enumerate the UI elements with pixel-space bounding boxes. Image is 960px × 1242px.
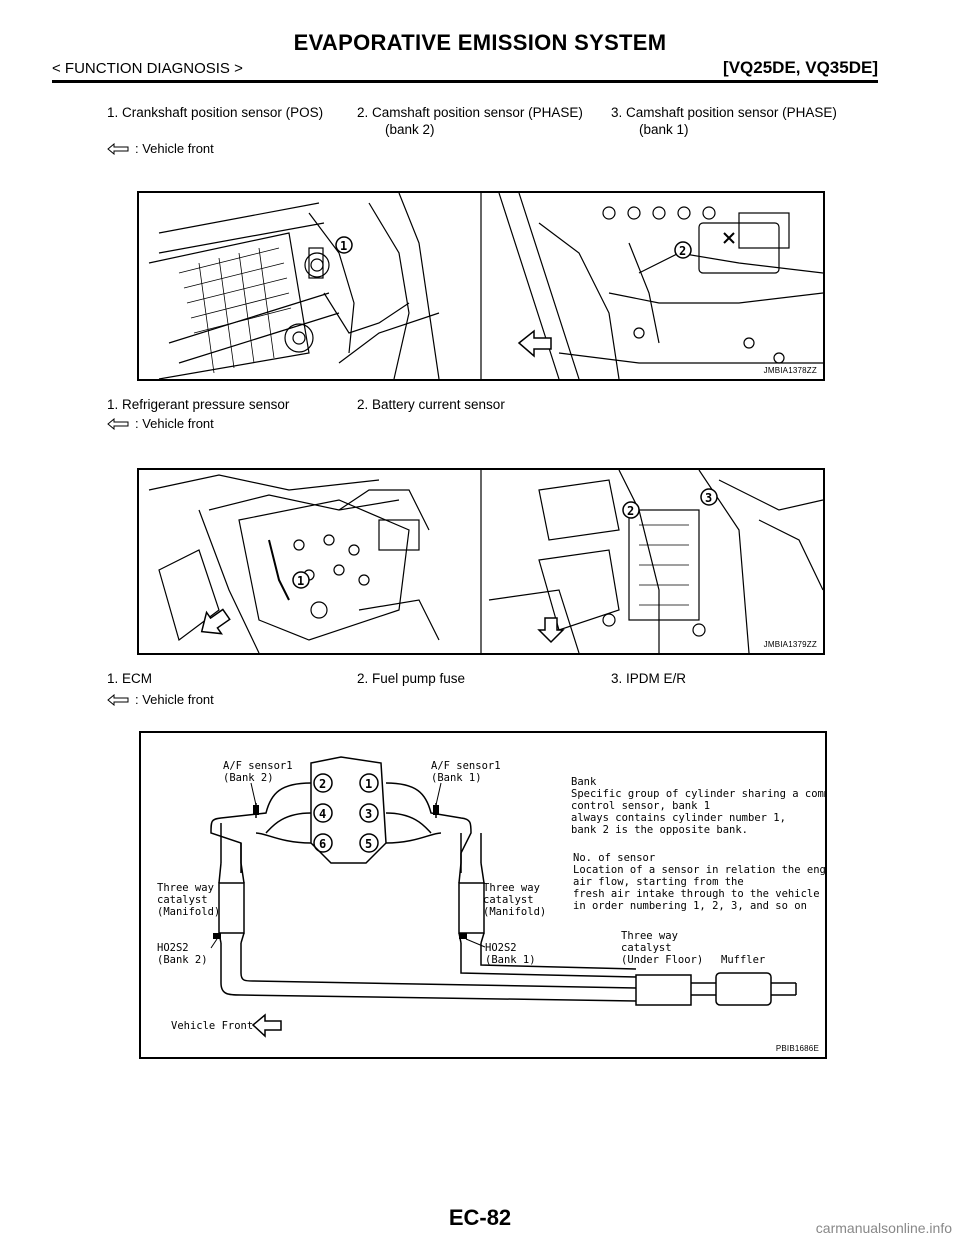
engine-model-label: [VQ25DE, VQ35DE] — [723, 58, 878, 77]
twc-manifold-right-line2: catalyst — [483, 894, 534, 906]
figure-id: JMBIA1379ZZ — [763, 640, 817, 649]
sensor-number-definition-line1: No. of sensor — [573, 852, 655, 864]
twc-manifold-right-line1: Three way — [483, 882, 540, 894]
figure-id: JMBIA1378ZZ — [763, 366, 817, 375]
bank-definition-line3: control sensor, bank 1 — [571, 800, 710, 812]
cylinder-number-6: 6 — [319, 837, 326, 851]
twc-manifold-left-line3: (Manifold) — [157, 906, 220, 918]
figure2-callout-2: 2 — [627, 504, 634, 518]
sensor-number-definition-line2: Location of a sensor in relation the eng… — [573, 864, 825, 876]
caption-item-camshaft-bank1: 3. Camshaft position sensor (PHASE) (ban… — [611, 105, 837, 137]
caption-item-ipdm: 3. IPDM E/R — [611, 671, 687, 686]
page-number: EC-82 — [448, 1205, 512, 1230]
sensor-number-definition-line3: air flow, starting from the — [573, 876, 744, 888]
ho2s2-bank1-label: HO2S2 — [485, 942, 517, 954]
af-sensor-bank2-label: A/F sensor1 — [223, 760, 293, 772]
cylinder-number-4: 4 — [319, 807, 326, 821]
caption-item-fuel-pump-fuse: 2. Fuel pump fuse — [357, 671, 466, 686]
bank-definition-line1: Bank — [571, 776, 597, 788]
section-label: < FUNCTION DIAGNOSIS > — [52, 60, 243, 77]
figure-sensor-locations-2: 1 2 3 JMBIA1379ZZ — [137, 468, 825, 655]
figure2-callout-1: 1 — [297, 574, 304, 588]
cylinder-number-3: 3 — [365, 807, 372, 821]
cylinder-number-1: 1 — [365, 777, 372, 791]
vehicle-front-arrow-icon — [107, 142, 129, 155]
sensor-number-definition-line5: in order numbering 1, 2, 3, and so on — [573, 900, 807, 912]
vehicle-front-arrow-icon — [517, 329, 552, 358]
vehicle-front-arrow-icon — [200, 608, 231, 635]
engine-bay-photo-2: 1 2 3 — [148, 470, 823, 653]
catalyst-right — [458, 882, 485, 934]
muffler-label: Muffler — [721, 954, 765, 966]
twc-under-floor-line2: catalyst — [621, 942, 672, 954]
vehicle-front-arrow-icon — [537, 617, 565, 644]
cylinder-number-5: 5 — [365, 837, 372, 851]
vehicle-front-legend: : Vehicle front — [107, 416, 214, 431]
figure1-callout-1: 1 — [340, 239, 347, 253]
ho2s2-bank2-sublabel: (Bank 2) — [157, 954, 208, 966]
twc-manifold-left-line2: catalyst — [157, 894, 208, 906]
vehicle-front-arrow-icon — [251, 1013, 282, 1038]
twc-manifold-right-line3: (Manifold) — [483, 906, 546, 918]
figure1-callout-2: 2 — [679, 244, 686, 258]
ho2s2-bank1-sublabel: (Bank 1) — [485, 954, 536, 966]
sensor-number-definition-line4: fresh air intake through to the vehicle … — [573, 888, 825, 900]
header-rule — [52, 80, 878, 83]
ho2s2-bank2-label: HO2S2 — [157, 942, 189, 954]
bank-definition-line2: Specific group of cylinder sharing a com… — [571, 788, 825, 800]
engine-bay-photo-1: 1 2 — [148, 193, 823, 379]
figure-exhaust-diagram: 2 1 4 3 6 5 A/F sensor1 (Bank 2) A/F sen… — [139, 731, 827, 1059]
figure2-callout-3: 3 — [705, 491, 712, 505]
bank-definition-line5: bank 2 is the opposite bank. — [571, 824, 748, 836]
watermark: carmanualsonline.info — [815, 1220, 952, 1236]
caption-item-battery-current: 2. Battery current sensor — [357, 397, 505, 412]
caption-item-refrigerant-pressure: 1. Refrigerant pressure sensor — [107, 397, 290, 412]
af-sensor-bank2-sublabel: (Bank 2) — [223, 772, 274, 784]
af-sensor-bank1-label: A/F sensor1 — [431, 760, 501, 772]
figure-sensor-locations-1: 1 2 JMBIA1378ZZ — [137, 191, 825, 381]
cylinder-number-2: 2 — [319, 777, 326, 791]
vehicle-front-legend: : Vehicle front — [107, 141, 214, 156]
catalyst-under-floor — [635, 974, 692, 1006]
twc-under-floor-line3: (Under Floor) — [621, 954, 703, 966]
catalyst-left — [218, 882, 245, 934]
caption-item-crankshaft-pos: 1. Crankshaft position sensor (POS) — [107, 105, 324, 120]
twc-manifold-left-line1: Three way — [157, 882, 214, 894]
bank-definition-line4: always contains cylinder number 1, — [571, 812, 786, 824]
muffler-box — [715, 972, 772, 1006]
vehicle-front-arrow-icon — [107, 693, 129, 706]
af-sensor-bank1-sublabel: (Bank 1) — [431, 772, 482, 784]
page-title: EVAPORATIVE EMISSION SYSTEM — [293, 30, 667, 55]
vehicle-front-arrow-icon — [107, 417, 129, 430]
figure-id: PBIB1686E — [775, 1044, 819, 1053]
vehicle-front-legend: : Vehicle front — [107, 692, 214, 707]
exhaust-system-diagram: 2 1 4 3 6 5 A/F sensor1 (Bank 2) A/F sen… — [157, 756, 825, 1038]
twc-under-floor-line1: Three way — [621, 930, 678, 942]
caption-item-ecm: 1. ECM — [107, 671, 153, 686]
vehicle-front-label: Vehicle Front — [171, 1020, 253, 1032]
caption-item-camshaft-bank2: 2. Camshaft position sensor (PHASE) (ban… — [357, 105, 583, 137]
